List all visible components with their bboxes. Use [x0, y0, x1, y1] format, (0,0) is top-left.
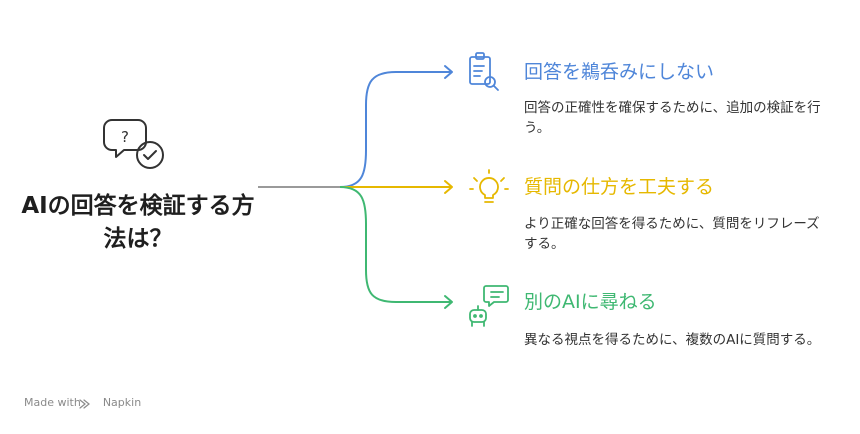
branch-arrow-3: [444, 295, 453, 309]
footer-brand: Napkin: [102, 396, 142, 409]
svg-text:?: ?: [121, 128, 129, 146]
branch-connector-1: [339, 71, 452, 188]
branch-heading-3: 別のAIに尋ねる: [524, 291, 657, 313]
branch-heading-2: 質問の仕方を工夫する: [524, 176, 715, 198]
footer-label: Made with: [24, 396, 81, 409]
branch-description-3: 異なる視点を得るために、複数のAIに質問する。: [524, 332, 821, 348]
branch-description-2: より正確な回答を得るために、質問をリフレーズする。: [524, 216, 820, 252]
branch-arrow-1: [444, 65, 453, 79]
robot-chat-icon: [469, 285, 509, 327]
branch-description-1: 回答の正確性を確保するために、追加の検証を行う。: [524, 100, 821, 136]
made-with-footer[interactable]: Made with Napkin: [24, 396, 141, 409]
napkin-logo-icon: [79, 399, 90, 409]
clipboard-search-icon: [469, 52, 499, 91]
question-check-bubbles-icon: ?: [103, 119, 164, 169]
lightbulb-icon: [469, 169, 509, 203]
central-title: AIの回答を検証する方法は？: [21, 193, 255, 252]
branch-heading-1: 回答を鵜呑みにしない: [524, 61, 715, 83]
branch-arrow-2: [444, 180, 453, 194]
branch-connector-3: [339, 186, 452, 303]
